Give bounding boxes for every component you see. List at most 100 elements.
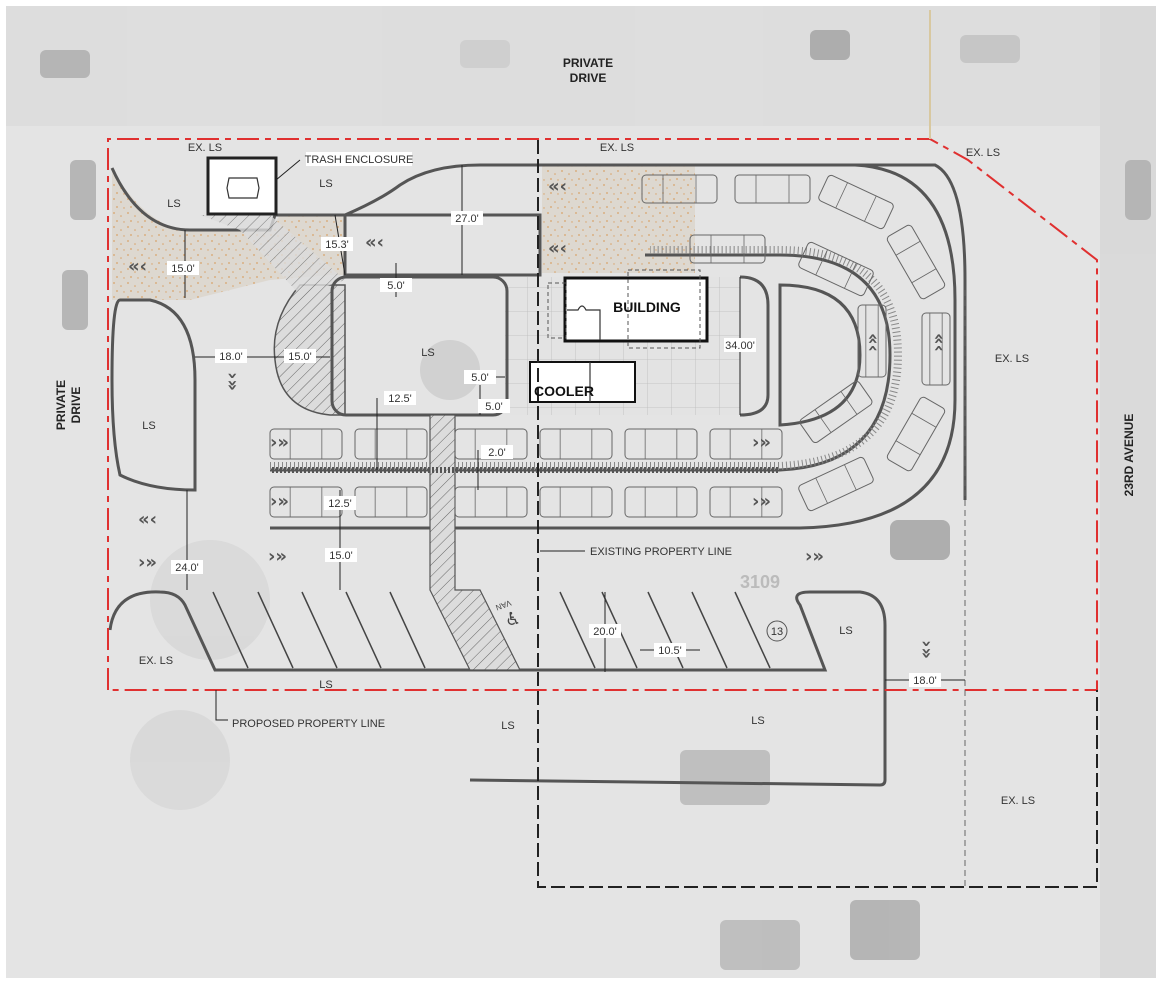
parked-car <box>799 380 873 444</box>
parking-stall-line <box>301 591 338 669</box>
parked-car <box>857 304 887 378</box>
dimension-label: 5.0' <box>387 280 404 292</box>
traffic-arrows: «‹ «‹ «‹ «‹ «‹ ›» ›» ›» ›» ›» ›» ›» ›» ›… <box>128 176 949 659</box>
canopy-outline <box>627 269 701 349</box>
left-road-label: DRIVE <box>69 387 83 424</box>
dimension-label-bg <box>909 673 941 687</box>
top-road-label: PRIVATE <box>563 56 613 70</box>
dimension-label: 15.0' <box>171 263 195 275</box>
dimension-label-bg <box>325 548 357 562</box>
hatched-walkway-trash <box>200 215 345 295</box>
north-curb <box>110 163 967 500</box>
dimension-label-bg <box>380 278 412 292</box>
arrow-down-icon: ›» <box>916 640 937 659</box>
parked-car <box>689 234 766 264</box>
dimension-label: 18.0' <box>219 351 243 363</box>
arrow-right-icon: ›» <box>805 546 824 567</box>
parked-car <box>539 428 613 460</box>
ex-ls-label: EX. LS <box>188 142 222 154</box>
cooler-label: COOLER <box>534 383 594 399</box>
ex-ls-label: EX. LS <box>966 147 1000 159</box>
dimension-label: 5.0' <box>485 401 502 413</box>
parked-car <box>886 224 946 300</box>
ls-label: LS <box>839 625 852 637</box>
parking-stall-line <box>389 591 426 669</box>
building-entry-outline <box>547 282 567 339</box>
parking-stall-line <box>559 591 596 669</box>
accessible-icon: ♿ <box>505 609 521 630</box>
ls-label: LS <box>319 178 332 190</box>
arrow-right-icon: ›» <box>268 546 287 567</box>
arrow-left-icon: «‹ <box>365 232 384 253</box>
arrow-left-icon: «‹ <box>138 509 157 530</box>
parking-stall-line <box>734 591 771 669</box>
center-island <box>330 275 509 417</box>
ls-label: LS <box>319 679 332 691</box>
dimension-label-bg <box>481 445 513 459</box>
building-interior-walls <box>567 305 601 340</box>
dimension-label: 12.5' <box>328 498 352 510</box>
ex-ls-label: EX. LS <box>600 142 634 154</box>
parked-car <box>624 428 698 460</box>
address-number: 3109 <box>740 572 780 592</box>
dimension-label-bg <box>451 211 483 225</box>
drive-thru-outer-curb <box>270 163 957 530</box>
paving-area-pickup <box>630 165 695 273</box>
parking-stall-line <box>691 591 728 669</box>
dimension-label-bg <box>478 399 510 413</box>
dimension-label-bg <box>284 349 316 363</box>
dimension-label: 5.0' <box>471 372 488 384</box>
arrow-left-icon: «‹ <box>548 238 567 259</box>
parked-car <box>709 428 783 460</box>
arrow-right-icon: ›» <box>752 432 771 453</box>
ls-label: LS <box>501 720 514 732</box>
dimension-label: 18.0' <box>913 675 937 687</box>
parked-car <box>798 456 874 512</box>
dimension-label: 10.5' <box>658 645 682 657</box>
stall-count-marker <box>766 620 788 642</box>
parked-car <box>641 174 718 204</box>
arrow-up-icon: ›» <box>928 333 949 352</box>
ls-label: LS <box>751 715 764 727</box>
parked-car <box>454 486 528 518</box>
arrow-left-icon: «‹ <box>128 256 147 277</box>
dimension-label: 12.5' <box>388 393 412 405</box>
dimension-label-bg <box>724 338 756 352</box>
dimension-label: 2.0' <box>488 447 505 459</box>
arrow-right-icon: ›» <box>270 491 289 512</box>
dumpster-icon <box>226 177 260 199</box>
parked-car <box>921 312 951 386</box>
cooler[interactable] <box>529 361 636 403</box>
ex-ls-label: EX. LS <box>1001 795 1035 807</box>
west-island <box>110 298 197 492</box>
building-label: BUILDING <box>613 299 681 315</box>
left-road-label: PRIVATE <box>54 380 68 430</box>
dimension-label: 27.0' <box>455 213 479 225</box>
aerial-context <box>6 6 1156 978</box>
ex-ls-label: EX. LS <box>139 655 173 667</box>
arrow-down-icon: ›» <box>222 372 243 391</box>
dimension-label-bg <box>654 643 686 657</box>
drive-thru-inner-curb <box>270 253 892 472</box>
stall-count: 13 <box>771 626 783 638</box>
arrow-right-icon: ›» <box>138 552 157 573</box>
dimension-label-bg <box>464 370 496 384</box>
dimension-label: 15.0' <box>288 351 312 363</box>
parking-stall-line <box>345 591 382 669</box>
parking-stalls <box>212 591 771 669</box>
existing-property-line <box>537 140 1098 888</box>
dimension-label: 24.0' <box>175 562 199 574</box>
parked-car <box>354 428 428 460</box>
dimension-label: 15.3' <box>325 239 349 251</box>
parked-car <box>709 486 783 518</box>
ex-ls-label: EX. LS <box>995 353 1029 365</box>
parked-car <box>734 174 811 204</box>
trash-enclosure <box>206 156 278 216</box>
south-parking-curb <box>108 590 887 787</box>
ls-label: LS <box>142 420 155 432</box>
dimension-label-bg <box>589 624 621 638</box>
arrow-right-icon: ›» <box>752 491 771 512</box>
parked-car <box>269 428 343 460</box>
plaza-curb-east <box>739 275 770 417</box>
